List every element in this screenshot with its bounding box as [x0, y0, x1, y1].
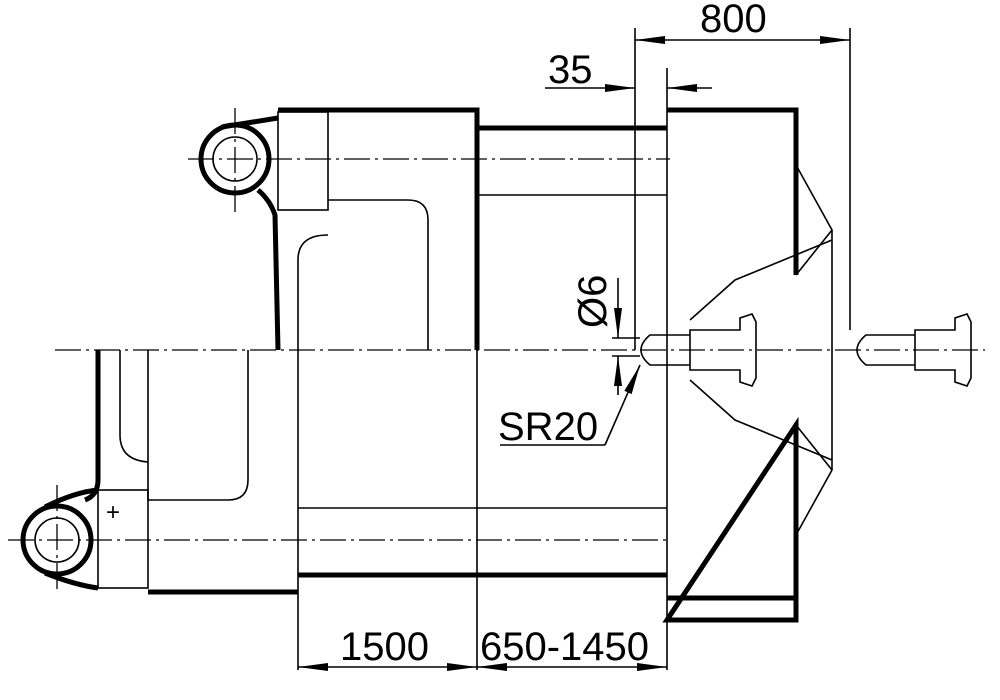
upper-crosshead — [278, 107, 480, 350]
dim-sr20: SR20 — [498, 405, 598, 449]
lower-pivot: + — [20, 350, 149, 591]
lower-crosshead — [119, 350, 298, 595]
middle-section — [297, 110, 667, 670]
dim-800: 800 — [700, 0, 767, 41]
dim-650-1450: 650-1450 — [480, 625, 649, 669]
ejector-center — [640, 313, 757, 387]
plus-mark: + — [106, 499, 120, 526]
upper-pivot — [198, 111, 329, 351]
moving-platen — [634, 28, 833, 670]
ejector-right — [849, 28, 972, 387]
dimensions: 800 35 Ø6 SR20 1500 650-1450 — [298, 0, 850, 671]
dim-diameter: Ø6 — [571, 275, 615, 328]
dim-35: 35 — [548, 48, 593, 92]
dim-1500: 1500 — [340, 625, 429, 669]
center-lines — [8, 108, 985, 590]
